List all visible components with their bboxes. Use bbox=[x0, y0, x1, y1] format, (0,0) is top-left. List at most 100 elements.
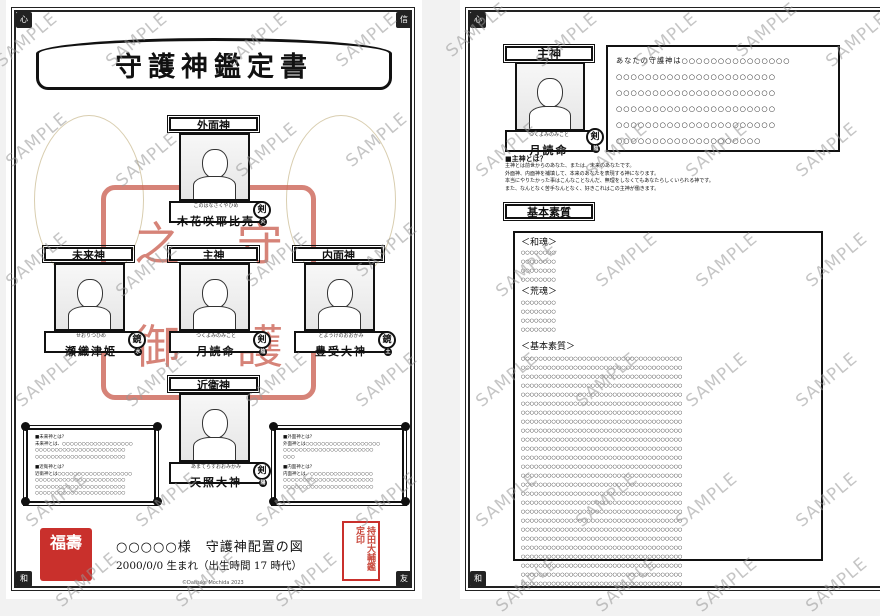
certificate-page-2: 心 和 主神 つくよみのみこと月読命 剣陰 あなたの守護神は○○○○○○○○○○… bbox=[460, 0, 880, 599]
god-name: 瀬織津姫 bbox=[65, 345, 117, 358]
text-line: ○○○○○○○○○○○○○○○○○○○○○○○○○○○○○○○○○○○○○ bbox=[521, 419, 683, 425]
explanation-line: 主神とは前世からのあなた、または、未来のあなたです。 bbox=[505, 163, 635, 169]
info-line: ○○○○○○○○○○○○○○○○○○○○○○○ bbox=[35, 448, 126, 453]
text-line: ○○○○○○○○ bbox=[521, 268, 556, 274]
info-line: ○○○○○○○○○○○○○○○○○○○○○○○ bbox=[283, 448, 374, 453]
text-line: ○○○○○○○○○○○○○○○○○○○○○○○○○○○○○○○○○○○○○ bbox=[521, 356, 683, 362]
corner-ornament: 友 bbox=[396, 571, 412, 587]
attribute-badge: 鏡水 bbox=[128, 331, 146, 356]
god-name-plate-main: つくよみのみこと月読命 bbox=[169, 331, 263, 358]
nigimitama-heading: ＜和魂＞ bbox=[521, 238, 558, 248]
role-label-outer: 外面神 bbox=[167, 115, 260, 133]
text-line: ○○○○○○○○○○○○○○○○○○○○○○○○○○○○○○○○○○○○○ bbox=[521, 446, 683, 452]
attribute-badge: 剣陽 bbox=[253, 462, 271, 487]
attribute-badge: 鏡土 bbox=[378, 331, 396, 356]
text-line: ○○○○○○○○ bbox=[521, 259, 556, 265]
role-label-inner: 内面神 bbox=[292, 245, 385, 263]
text-line: ○○○○○○○○○○○○○○○○○○○○○○○○○○○○○○○○○○○○○ bbox=[521, 518, 683, 524]
text-line: ○○○○○○○○○○○○○○○○○○○○○○○○○○○○○○○○○○○○○ bbox=[521, 572, 683, 578]
god-name: 月読命 bbox=[529, 144, 569, 157]
info-heading: ■未来神とは？ bbox=[35, 435, 67, 440]
text-line: ○○○○○○○○○○○○○○○○○○○○○○○○○○○○○○○○○○○○○ bbox=[521, 374, 683, 380]
corner-ornament: 和 bbox=[470, 571, 486, 587]
attribute-badge: 剣陰 bbox=[586, 128, 604, 153]
basic-qualities-box: ＜和魂＞ ○○○○○○○○ ○○○○○○○○ ○○○○○○○○ ○○○○○○○○… bbox=[513, 231, 823, 587]
info-box-right: ■外面神とは？ 外面神とは○○○○○○○○○○○○○○○○○○○ ○○○○○○○… bbox=[271, 425, 407, 506]
text-line: ○○○○○○○○○○○○○○○○○○○○○○○○○○○○○○○○○○○○○ bbox=[521, 464, 683, 470]
info-heading: ■内面神とは？ bbox=[283, 465, 315, 470]
god-name-plate-outer: このはなさくやひめ木花咲耶比売 bbox=[169, 201, 263, 228]
message-line: ○○○○○○○○○○○○○○○○○○○○○○ bbox=[616, 104, 776, 113]
info-line: ○○○○○○○○○○○○○○○○○○○○○○○ bbox=[35, 478, 126, 483]
birth-line: 2000/0/0 生まれ（出生時間 17 時代） bbox=[116, 560, 303, 572]
section-label-basic: 基本素質 bbox=[503, 202, 595, 221]
explanation-line: また、なんとなく苦手なんとなく、好きこれはこの主神が働きます。 bbox=[505, 185, 660, 192]
info-heading: ■近衛神とは？ bbox=[35, 465, 67, 470]
text-line: ○○○○○○○○○○○○○○○○○○○○○○○○○○○○○○○○○○○○○ bbox=[521, 500, 683, 506]
text-line: ○○○○○○○○○○○○○○○○○○○○○○○○○○○○○○○○○○○○○ bbox=[521, 536, 683, 542]
explanation-line: 本当にやりたかった事はこんなことなんだ、無理をしなくてもあなたらしくいられる神で… bbox=[505, 178, 714, 184]
text-line: ○○○○○○○○○○○○○○○○○○○○○○○○○○○○○○○○○○○○○ bbox=[521, 437, 683, 443]
role-label-main: 主神 bbox=[167, 245, 260, 263]
text-line: ○○○○○○○○○○○○○○○○○○○○○○○○○○○○○○○○○○○○○ bbox=[521, 527, 683, 533]
text-line: ○○○○○○○○○○○○○○○○○○○○○○○○○○○○○○○○○○○○○ bbox=[521, 392, 683, 398]
text-line: ○○○○○○○○○○○○○○○○○○○○○○○○○○○○○○○○○○○○○ bbox=[521, 455, 683, 461]
aramitama-heading: ＜荒魂＞ bbox=[521, 287, 558, 297]
god-name: 豊受大神 bbox=[315, 345, 367, 358]
text-line: ○○○○○○○○○○○○○○○○○○○○○○○○○○○○○○○○○○○○○ bbox=[521, 401, 683, 407]
text-line: ○○○○○○○○ bbox=[521, 300, 556, 306]
text-line: ○○○○○○○○ bbox=[521, 318, 556, 324]
corner-ornament: 心 bbox=[470, 12, 486, 28]
text-line: ○○○○○○○○ bbox=[521, 277, 556, 283]
text-line: ○○○○○○○○○○○○○○○○○○○○○○○○○○○○○○○○○○○○○ bbox=[521, 563, 683, 569]
info-line: 内面神とは、○○○○○○○○○○○○○○○○ bbox=[283, 471, 373, 477]
title-banner: 守護神鑑定書 bbox=[36, 38, 392, 90]
god-illustration-main bbox=[515, 62, 585, 131]
god-name: 木花咲耶比売 bbox=[177, 215, 255, 228]
message-line: ○○○○○○○○○○○○○○○○○○○○ bbox=[616, 136, 762, 145]
page-border bbox=[465, 7, 880, 591]
seal-char: 之 bbox=[134, 217, 181, 272]
info-line: ○○○○○○○○○○○○○○○○○○○○○○○ bbox=[35, 484, 126, 490]
page-title: 守護神鑑定書 bbox=[109, 44, 319, 84]
text-line: ○○○○○○○○○○○○○○○○○○○○○○○○○○○○○○○○○○○○○ bbox=[521, 428, 683, 434]
god-illustration-main bbox=[179, 263, 250, 331]
text-line: ○○○○○○○○○○○○○○○○○○○○○○○○○○○○○○○○○○○○○ bbox=[521, 554, 683, 560]
god-illustration-outer bbox=[179, 133, 250, 201]
info-line: 外面神とは○○○○○○○○○○○○○○○○○○○ bbox=[283, 441, 381, 447]
text-line: ○○○○○○○○○○○○○○○○○○○○○○○○○○○○○○○○○○○○○ bbox=[521, 581, 683, 587]
text-line: ○○○○○○○○ bbox=[521, 327, 556, 333]
text-line: ○○○○○○○○○○○○○○○○○○○○○○○○○○○○○○○○○○○○○ bbox=[521, 545, 683, 551]
info-line: 近衛神とは○○○○○○○○○○○○○○○○○○○ bbox=[35, 471, 133, 477]
page-border bbox=[11, 7, 415, 591]
god-name-plate-guard: あまてらすおおみかみ天照大神 bbox=[169, 462, 263, 489]
god-ruby: このはなさくやひめ bbox=[193, 203, 239, 209]
info-box-left: ■未来神とは？ 未来神とは、○○○○○○○○○○○○○○○○○○ ○○○○○○○… bbox=[23, 425, 159, 506]
text-line: ○○○○○○○○○○○○○○○○○○○○○○○○○○○○○○○○○○○○○ bbox=[521, 365, 683, 371]
text-line: ○○○○○○○○○○○○○○○○○○○○○○○○○○○○○○○○○○○○○ bbox=[521, 410, 683, 416]
message-line: ○○○○○○○○○○○○○○○○○○○○○○ bbox=[616, 120, 776, 129]
red-seal-right: 持田大輔鑑定印 bbox=[342, 521, 380, 581]
attribute-badge: 剣陰 bbox=[253, 331, 271, 356]
info-heading: ■外面神とは？ bbox=[283, 435, 315, 440]
seal-char: 守 bbox=[236, 217, 283, 272]
god-name: 月読命 bbox=[196, 345, 236, 358]
god-name-plate-inner: とようけのおおかみ豊受大神 bbox=[294, 331, 388, 358]
info-line: ○○○○○○○○○○○○○○○○○○○○○○○ bbox=[283, 478, 374, 483]
text-line: ○○○○○○○○ bbox=[521, 250, 556, 256]
recipient-line: ○○○○○様 守護神配置の図 bbox=[116, 540, 304, 555]
info-line: 未来神とは、○○○○○○○○○○○○○○○○○○ bbox=[35, 441, 133, 447]
message-line: あなたの守護神は○○○○○○○○○○○○○○○ bbox=[616, 56, 791, 65]
red-seal-left: 福壽 bbox=[40, 528, 92, 581]
corner-ornament: 心 bbox=[16, 12, 32, 28]
attribute-badge: 剣火 bbox=[253, 201, 271, 226]
text-line: ○○○○○○○○○○○○○○○○○○○○○○○○○○○○○○○○○○○○○ bbox=[521, 509, 683, 515]
info-line: ○○○○○○○○○○○○○○○○○○○○○○○ bbox=[35, 454, 126, 460]
main-god-explanation: ■主神とは？ 主神とは前世からのあなた、または、未来のあなたです。 外面神、内面… bbox=[505, 154, 714, 193]
text-line: ○○○○○○○○○○○○○○○○○○○○○○○○○○○○○○○○○○○○○ bbox=[521, 473, 683, 479]
corner-ornament: 和 bbox=[16, 571, 32, 587]
text-line: ○○○○○○○○○○○○○○○○○○○○○○○○○○○○○○○○○○○○○ bbox=[521, 383, 683, 389]
god-name: 天照大神 bbox=[190, 476, 242, 489]
god-illustration-inner bbox=[304, 263, 375, 331]
info-line: ○○○○○○○○○○○○○○○○○○○○○○○ bbox=[283, 484, 374, 490]
